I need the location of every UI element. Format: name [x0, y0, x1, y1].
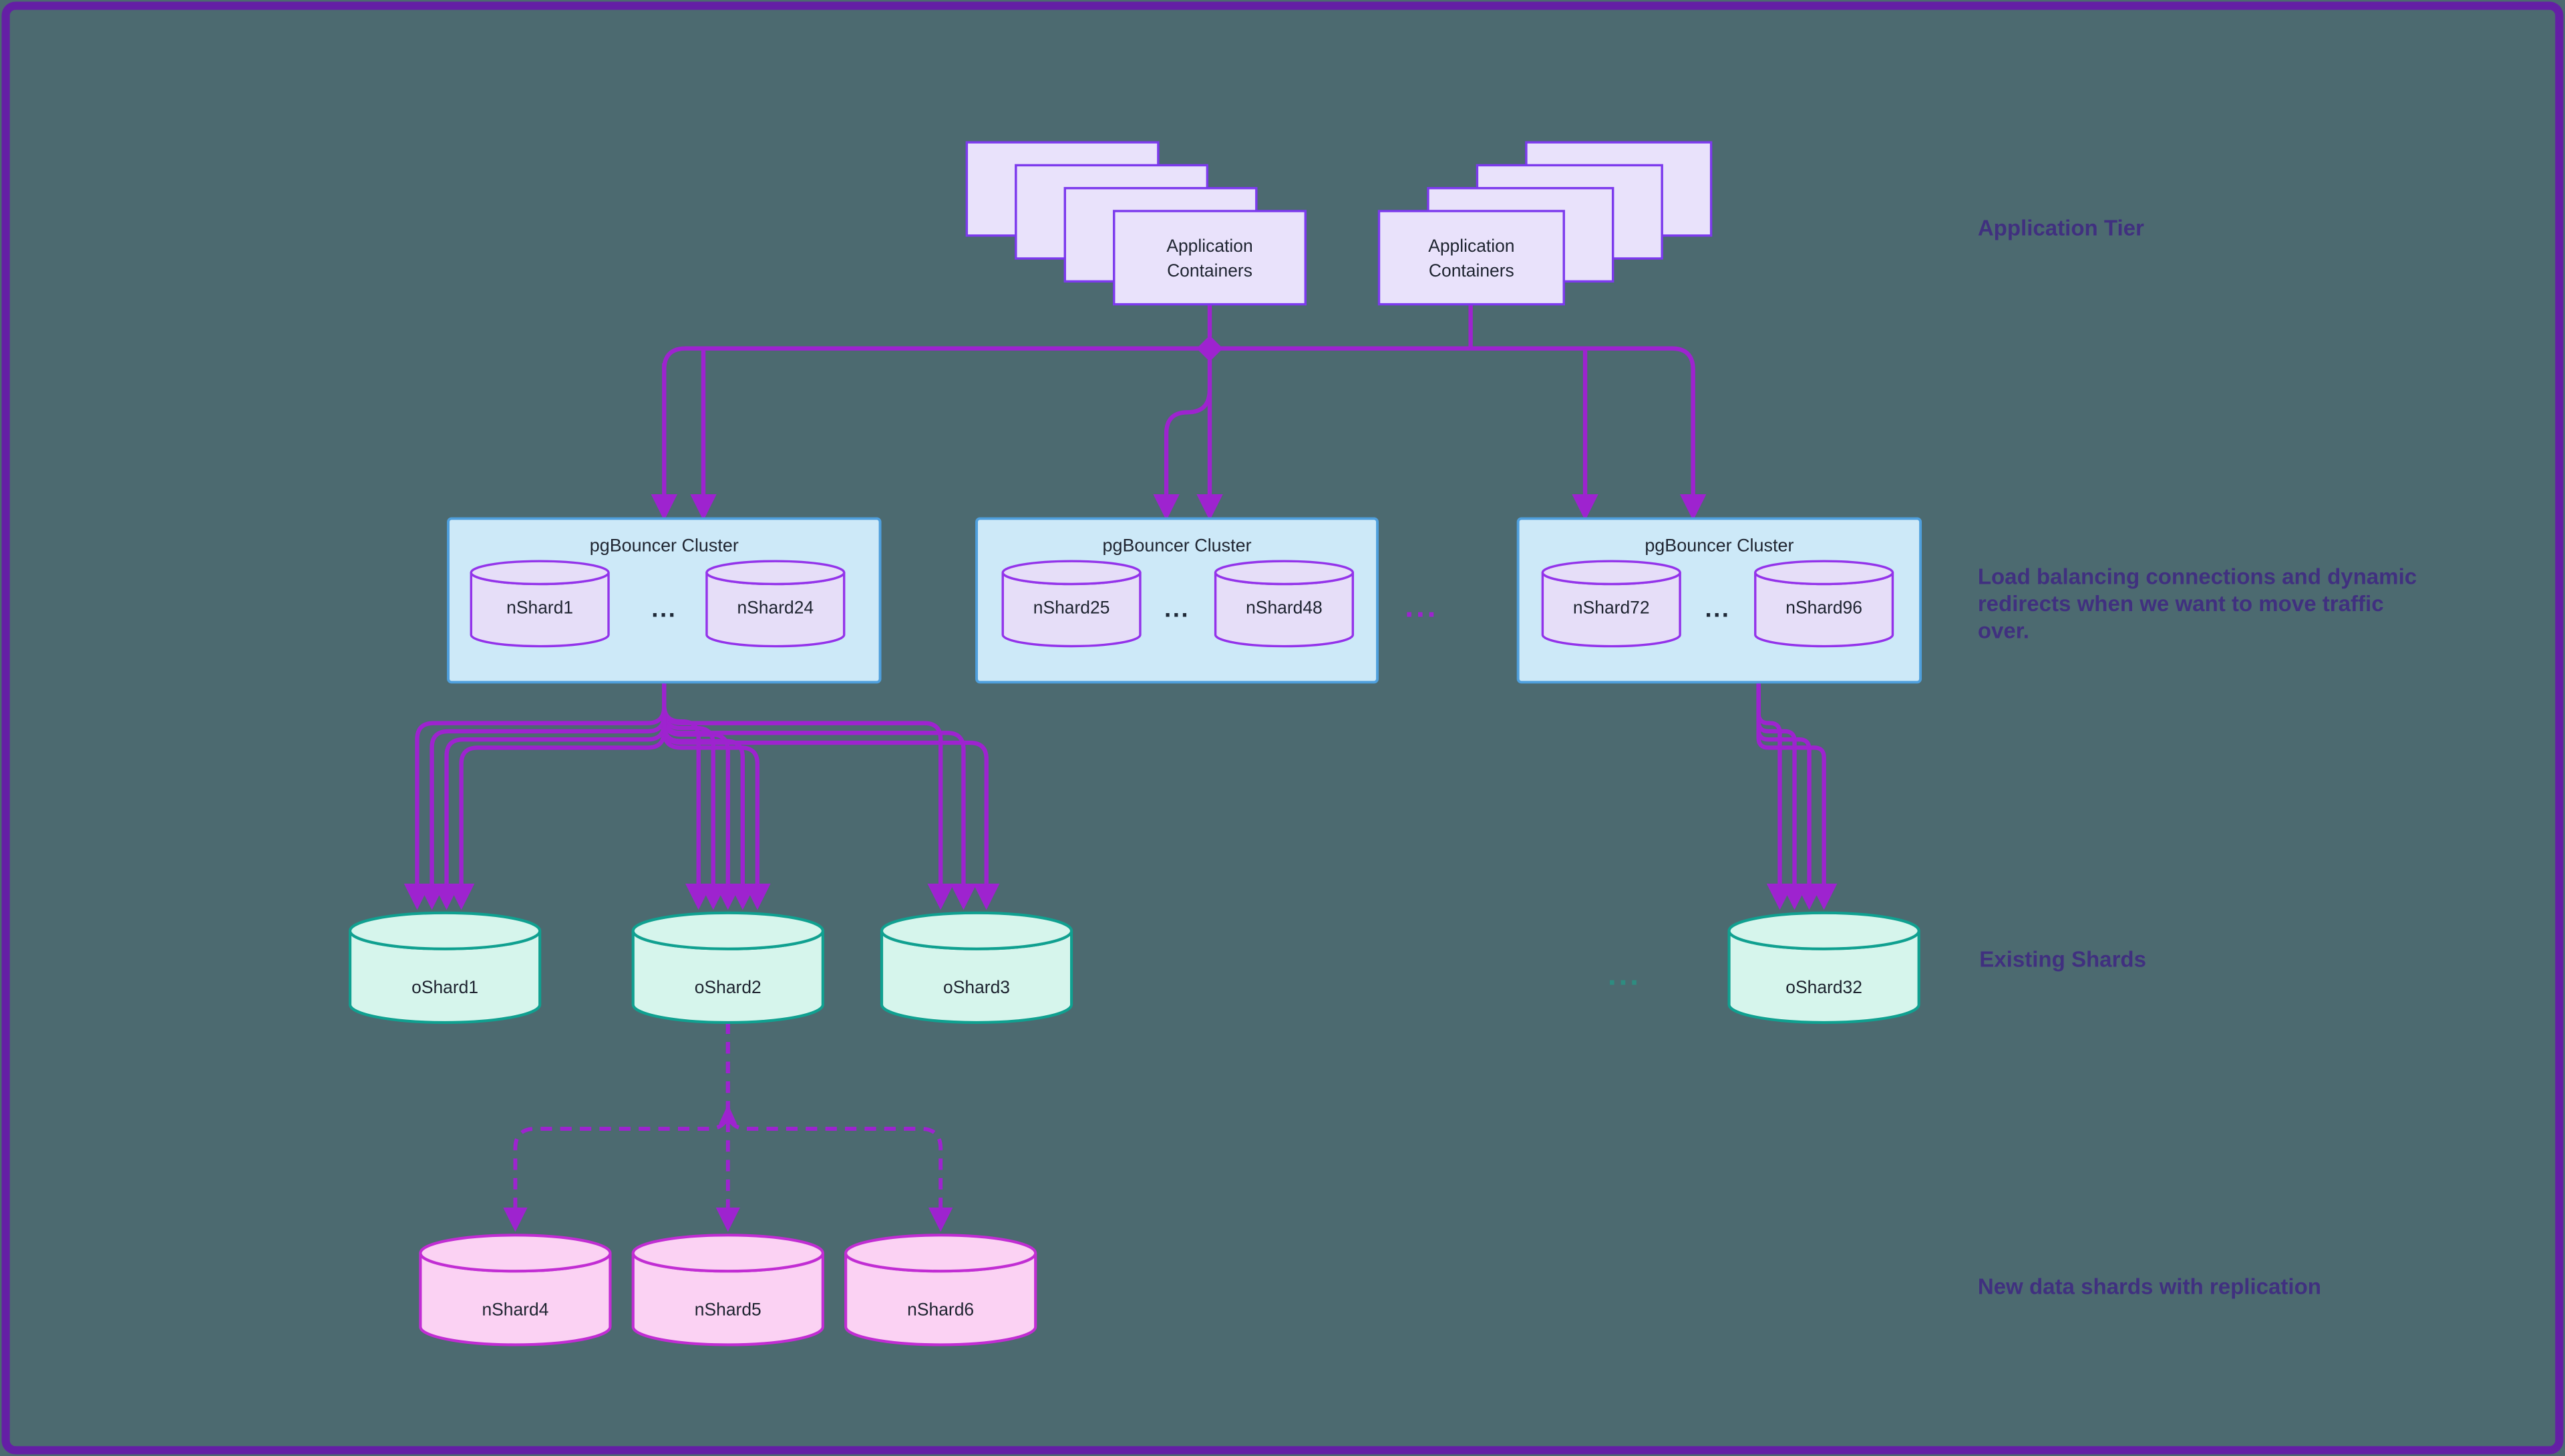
edge-c1-oshard1-3	[433, 682, 667, 910]
edge-c3-oshard32-2	[1756, 682, 1808, 910]
edge-c3-oshard32-4	[1756, 682, 1838, 910]
cylinder-top	[349, 911, 542, 950]
cylinder-top	[1754, 560, 1894, 586]
cylinder-nshard5: nShard5	[631, 1234, 824, 1346]
app-card-front	[1377, 210, 1565, 306]
cluster3-to-oshard32-edges	[1756, 682, 1838, 910]
cylinder-nshard72: nShard72	[1541, 560, 1681, 648]
cylinder-nshard24: nShard24	[705, 560, 846, 648]
cylinder-nshard6: nShard6	[844, 1234, 1037, 1346]
annotation-new-shards: New data shards with replication	[1978, 1275, 2321, 1300]
edge-c3-oshard32-1	[1756, 682, 1793, 910]
edge-c1-oshard3-1	[662, 682, 954, 910]
cylinder-label: nShard96	[1785, 598, 1862, 618]
pgbouncer-cluster-3: pgBouncer Cluster nShard72 ... nShard96	[1516, 517, 1922, 684]
replication-up-arrowhead	[719, 1104, 737, 1124]
edge-c1-oshard1-1	[403, 682, 667, 910]
annotation-existing-shards: Existing Shards	[1979, 948, 2146, 972]
edge-c1-oshard2-1	[662, 682, 712, 910]
cylinder-nshard1: nShard1	[470, 560, 610, 648]
cylinder-top	[1214, 560, 1355, 586]
cylinder-label: nShard24	[737, 598, 814, 618]
cylinder-top	[880, 911, 1073, 950]
edge-c3-oshard32-3	[1756, 682, 1823, 910]
cluster2-ellipsis: ...	[1164, 594, 1190, 622]
app-stack-left-label-line1: Application	[1166, 236, 1252, 256]
cluster1-to-existing-shard-edges	[403, 682, 1000, 910]
cylinder-label: oShard32	[1785, 977, 1862, 997]
annotations: Application Tier Load balancing connecti…	[1978, 216, 2417, 1300]
annotation-load-balancing-line1: Load balancing connections and dynamic	[1978, 564, 2417, 589]
cylinder-oshard2: oShard2	[631, 911, 824, 1024]
cluster2-title: pgBouncer Cluster	[1102, 535, 1251, 555]
cylinder-label: nShard25	[1033, 598, 1110, 618]
cylinder-top	[470, 560, 610, 586]
cylinder-label: nShard72	[1573, 598, 1650, 618]
cylinder-oshard32: oShard32	[1727, 911, 1920, 1024]
pgbouncer-cluster-2: pgBouncer Cluster nShard25 ... nShard48	[975, 517, 1379, 684]
app-to-cluster-edges	[651, 304, 1707, 521]
cylinder-top	[1727, 911, 1920, 950]
edge-c1-oshard2-2	[662, 682, 727, 910]
app-stack-right-label-line2: Containers	[1429, 260, 1514, 281]
app-container-stack-left: Application Containers	[965, 141, 1307, 306]
cylinder-label: oShard2	[695, 977, 761, 997]
cylinder-top	[1541, 560, 1681, 586]
cluster1-ellipsis: ...	[651, 594, 677, 622]
app-card-front	[1113, 210, 1307, 306]
cylinder-label: oShard1	[411, 977, 478, 997]
app-stack-left-label-line2: Containers	[1167, 260, 1252, 281]
cylinder-top	[705, 560, 846, 586]
cylinder-label: nShard6	[907, 1299, 974, 1319]
cylinder-label: oShard3	[943, 977, 1010, 997]
cylinder-top	[631, 911, 824, 950]
cylinder-oshard3: oShard3	[880, 911, 1073, 1024]
edge-c1-oshard3-2	[662, 682, 977, 910]
annotation-load-balancing-line3: over.	[1978, 618, 2029, 643]
app-stack-right-label-line1: Application	[1428, 236, 1514, 256]
edge-oshard2-nshard6	[725, 1022, 953, 1232]
cylinder-label: nShard1	[506, 598, 573, 618]
edge-c1-oshard1-2	[418, 682, 667, 910]
edge-c1-oshard2-4	[662, 682, 756, 910]
junction-diamond	[1196, 335, 1223, 362]
cylinder-nshard25: nShard25	[1001, 560, 1142, 648]
annotation-application-tier: Application Tier	[1978, 216, 2144, 241]
cylinder-top	[631, 1234, 824, 1273]
cylinder-nshard48: nShard48	[1214, 560, 1355, 648]
cylinder-top	[419, 1234, 612, 1273]
cluster3-ellipsis: ...	[1705, 594, 1730, 622]
edge-c1-oshard2-3	[662, 682, 741, 910]
cylinder-label: nShard5	[695, 1299, 761, 1319]
cluster3-title: pgBouncer Cluster	[1645, 535, 1793, 555]
edge-to-cluster2-b	[1153, 389, 1212, 521]
cylinder-oshard1: oShard1	[349, 911, 542, 1024]
edge-oshard2-nshard4	[503, 1022, 730, 1232]
app-container-stack-right: Application Containers	[1377, 141, 1713, 306]
annotation-load-balancing-line2: redirects when we want to move traffic	[1978, 592, 2384, 616]
cluster1-title: pgBouncer Cluster	[590, 535, 739, 555]
replication-edges	[503, 1022, 953, 1232]
cylinder-nshard4: nShard4	[419, 1234, 612, 1346]
edge-bus-with-right-drop	[662, 346, 1707, 521]
edge-c1-oshard1-4	[448, 682, 667, 910]
pgbouncer-cluster-1: pgBouncer Cluster nShard1 ... nShard24	[447, 517, 882, 684]
cluster-gap-ellipsis: ...	[1405, 588, 1438, 623]
cylinder-label: nShard4	[482, 1299, 548, 1319]
existing-shards-ellipsis: ...	[1608, 957, 1641, 992]
cylinder-top	[844, 1234, 1037, 1273]
cylinder-label: nShard48	[1246, 598, 1323, 618]
edge-c1-oshard3-3	[662, 682, 1000, 910]
cylinder-nshard96: nShard96	[1754, 560, 1894, 648]
cylinder-top	[1001, 560, 1142, 586]
